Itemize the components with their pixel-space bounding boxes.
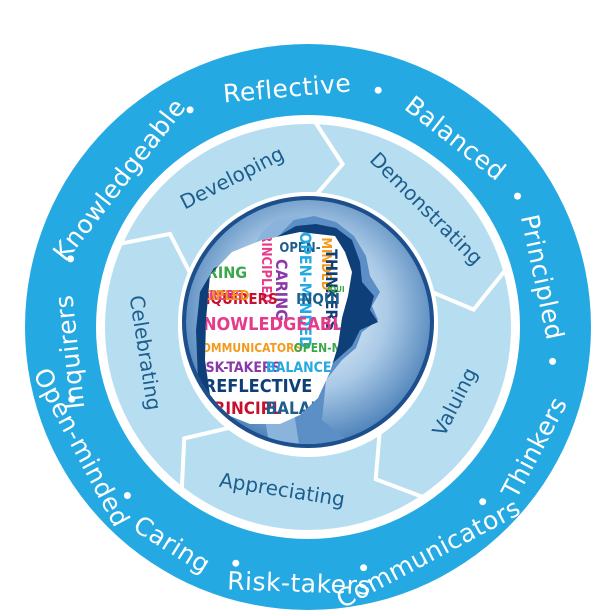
ring-separator-dot xyxy=(186,106,194,114)
cloud-word: OPEN-MINDED xyxy=(296,232,315,348)
cloud-word: IRERS xyxy=(205,289,244,304)
cloud-word: KNOWLEDGEABLE xyxy=(190,314,353,335)
cloud-word: ICIPLED xyxy=(198,289,249,304)
ring-separator-dot xyxy=(67,255,75,263)
ring-separator-dot xyxy=(360,564,368,572)
ring-separator-dot xyxy=(68,395,76,403)
ring-separator-dot xyxy=(514,192,521,200)
cloud-word: COMMUNICATORS xyxy=(194,341,302,355)
ring-separator-dot xyxy=(479,498,487,506)
ring-separator-dot xyxy=(123,492,131,499)
ring-separator-dot xyxy=(374,86,382,94)
ring-word-risk-takers: Risk-takers xyxy=(227,566,372,600)
cloud-word: OPEN- xyxy=(279,241,320,256)
cloud-word: OPEN-MI xyxy=(294,341,347,355)
segment-celebrating xyxy=(101,231,234,493)
cloud-word: CARING xyxy=(272,259,291,321)
ring-separator-dot xyxy=(549,357,557,365)
cloud-word: BALANCED xyxy=(266,360,342,376)
cloud-word: INQUIRERS xyxy=(194,290,277,308)
cloud-word: MINDED xyxy=(318,237,333,290)
cloud-word: PRINCIPLED xyxy=(258,225,273,304)
cloud-word: INQUI xyxy=(296,290,340,308)
cloud-word: REFLECTIVE xyxy=(204,376,313,397)
cloud-word: IQUI xyxy=(327,285,345,294)
cloud-word: RISK-TAKERS xyxy=(191,360,281,376)
cloud-word: THINKERS xyxy=(322,249,341,331)
ring-separator-dot xyxy=(232,559,240,567)
